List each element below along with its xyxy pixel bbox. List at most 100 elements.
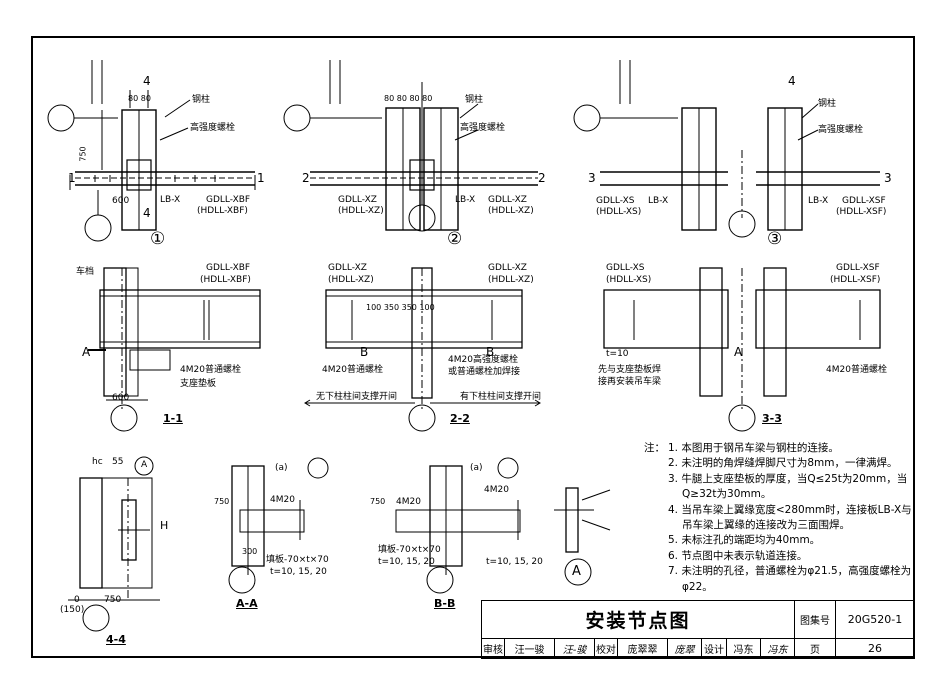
designer-name: 冯东 [726, 638, 761, 659]
hdll-xsf-33: (HDLL-XSF) [830, 275, 881, 285]
lbx-label-1: LB-X [160, 195, 181, 205]
dim-22: 100 350 350 100 [366, 303, 435, 312]
hdll-xz-22a: (HDLL-XZ) [328, 275, 374, 285]
drawing-frame [31, 36, 915, 658]
dim-55-44: 55 [112, 457, 124, 467]
m20-bb-a: 4M20 [396, 497, 421, 507]
note-item: 3. 牛腿上支座垫板的厚度，当Q≤25t为20mm，当Q≥32t为30mm。 [668, 472, 908, 501]
bolt-4m20-33: 4M20普通螺栓 [826, 365, 887, 375]
section-b-b-title: B-B [434, 597, 456, 610]
cut-4-bottom-1: 4 [143, 206, 151, 220]
atlas-label: 图集号 [794, 600, 836, 639]
dim-a-aa: (a) [275, 463, 288, 473]
gdll-xbf-1: GDLL-XBF [206, 195, 251, 205]
t10-33: t=10 [606, 349, 629, 359]
cut-1-left: 1 [68, 171, 76, 185]
cut-3-right: 3 [884, 171, 892, 185]
notes-block: 注： 1. 本图用于钢吊车梁与钢柱的连接。 2. 未注明的角焊缝焊脚尺寸为8mm… [644, 441, 916, 595]
gdll-xsf-33: GDLL-XSF [836, 263, 880, 273]
bolt-4m20-11: 4M20普通螺栓 [180, 365, 241, 375]
review-label: 审核 [481, 638, 505, 659]
filler-t-bb-b: t=10, 15, 20 [486, 557, 543, 567]
dim-80808080-2: 80 80 80 80 [384, 94, 433, 103]
cut-B-22b: B [486, 345, 495, 359]
pad-first-33: 先与支座垫板焊 [598, 365, 662, 375]
section-2-2-title: 2-2 [450, 412, 470, 425]
hs-bolt-label-2: 高强度螺栓 [460, 123, 506, 133]
dim-8080-1: 80 80 [128, 94, 151, 103]
steel-column-label-2: 钢柱 [465, 95, 484, 105]
gdll-xs-33: GDLL-XS [606, 263, 645, 273]
dim-750-aa: 750 [214, 497, 230, 506]
note-item: 1. 本图用于钢吊车梁与钢柱的连接。 [668, 442, 839, 454]
note-item: 4. 当吊车梁上翼缘宽度<280mm时，连接板LB-X与吊车梁上翼缘的连接改为三… [668, 503, 912, 532]
hs-bolt-label-3: 高强度螺栓 [818, 125, 864, 135]
cut-2-left: 2 [302, 171, 310, 185]
page-number: 26 [835, 638, 915, 659]
cut-3-left: 3 [588, 171, 596, 185]
detail-a [554, 487, 611, 586]
detail-2-circle-number: ② [447, 229, 463, 249]
lbx-label-2: LB-X [455, 195, 476, 205]
checker-signature: 庞翠 [667, 638, 703, 659]
lbx-label-3b: LB-X [808, 196, 829, 206]
hdll-xz-22b: (HDLL-XZ) [488, 275, 534, 285]
dim-hc-44: hc [92, 457, 103, 467]
m20-bb-b: 4M20 [484, 485, 509, 495]
cut-4-top-1: 4 [143, 74, 151, 88]
with-brace-22: 有下柱柱间支撑开间 [460, 392, 542, 402]
gdll-xz-2a: GDLL-XZ [338, 195, 377, 205]
hdll-xbf-1: (HDLL-XBF) [197, 206, 248, 216]
hdll-xs-33: (HDLL-XS) [606, 275, 652, 285]
gdll-xs-3: GDLL-XS [596, 196, 635, 206]
cut-1-right: 1 [257, 171, 265, 185]
lbx-label-3a: LB-X [648, 196, 669, 206]
hs-bolt-label-1: 高强度螺栓 [190, 123, 236, 133]
detail-1-circle-number: ① [150, 229, 166, 249]
checker-name: 庞翠翠 [616, 638, 669, 659]
notes-heading: 注： [644, 442, 665, 454]
detail-a-letter: A [572, 564, 581, 579]
note-item: 6. 节点图中未表示轨道连接。 [668, 549, 808, 562]
detail-1-elevation [47, 60, 256, 242]
cut-4-top-3: 4 [788, 74, 796, 88]
gdll-xsf-3: GDLL-XSF [842, 196, 886, 206]
section-1-1 [88, 267, 261, 432]
hdll-xs-3: (HDLL-XS) [596, 207, 642, 217]
dim-600-1: 600 [112, 196, 130, 206]
detail-3-circle-number: ③ [767, 229, 783, 249]
detail-a-ref-44: A [141, 460, 148, 470]
title-block: 安装节点图 图集号 20G520-1 审核 汪一骏 汪-骏 校对 庞翠翠 庞翠 … [481, 600, 915, 659]
cut-2-right: 2 [538, 171, 546, 185]
pad-then-33: 接再安装吊车梁 [598, 377, 662, 387]
crane-stop-label: 车档 [76, 267, 95, 277]
dim-a-bb: (a) [470, 463, 483, 473]
bolt-4m20-hs-22: 4M20高强度螺栓 [448, 355, 518, 365]
notes-list: 1. 本图用于钢吊车梁与钢柱的连接。 2. 未注明的角焊缝焊脚尺寸为8mm，一律… [644, 441, 916, 595]
hdll-xbf-11: (HDLL-XBF) [200, 275, 251, 285]
filler-aa: 填板-70×t×70 [266, 555, 329, 565]
gdll-xbf-11: GDLL-XBF [206, 263, 251, 273]
filler-t-aa: t=10, 15, 20 [270, 567, 327, 577]
reviewer-name: 汪一骏 [503, 638, 556, 659]
reviewer-signature: 汪-骏 [554, 638, 595, 659]
dim-300-aa: 300 [242, 547, 258, 556]
filler-t-bb-a: t=10, 15, 20 [378, 557, 435, 567]
bolt-4m20-22: 4M20普通螺栓 [322, 365, 383, 375]
cut-A-33: A [734, 345, 743, 359]
steel-column-label-1: 钢柱 [192, 95, 211, 105]
dim-750-44: 750 [104, 595, 122, 605]
sheet-title: 安装节点图 [481, 600, 795, 639]
section-2-2 [304, 267, 541, 432]
detail-3-elevation [573, 60, 880, 238]
section-4-4 [68, 456, 160, 632]
designer-signature: 冯东 [759, 638, 796, 659]
cut-A-11: A [82, 345, 91, 359]
dim-0-44: 0 [74, 595, 80, 605]
section-3-3-title: 3-3 [762, 412, 782, 425]
m20-aa: 4M20 [270, 495, 295, 505]
cut-B-22a: B [360, 345, 369, 359]
section-a-a-title: A-A [236, 597, 258, 610]
note-item: 7. 未注明的孔径，普通螺栓为φ21.5，高强度螺栓为φ22。 [668, 565, 912, 593]
hdll-xz-2a: (HDLL-XZ) [338, 206, 384, 216]
